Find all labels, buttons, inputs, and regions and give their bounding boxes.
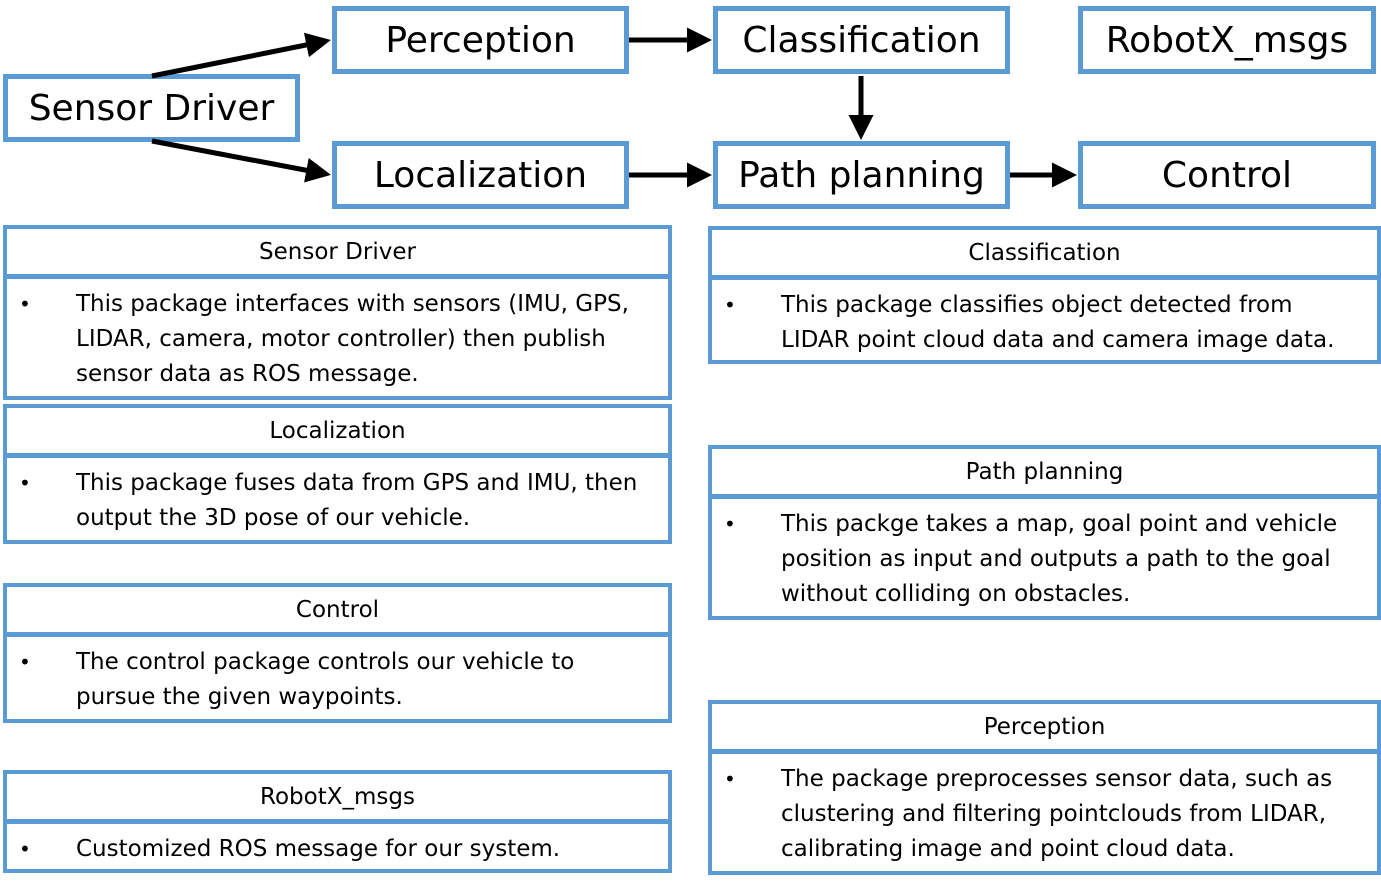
bullet: •: [724, 767, 736, 791]
card-text: This package fuses data from GPS and IMU…: [76, 470, 638, 531]
card-title: Control: [7, 587, 668, 637]
node-localization: Localization: [332, 141, 629, 209]
card-path-planning: Path planning • This packge takes a map,…: [708, 445, 1381, 620]
card-body: • Customized ROS message for our system.: [7, 824, 668, 867]
card-text: The package preprocesses sensor data, su…: [781, 766, 1333, 862]
card-control: Control • The control package controls o…: [3, 583, 672, 723]
bullet: •: [19, 650, 31, 674]
card-localization: Localization • This package fuses data f…: [3, 404, 672, 544]
arrow-sensor-to-perception: [151, 32, 331, 79]
node-perception: Perception: [332, 6, 629, 74]
card-title: RobotX_msgs: [7, 774, 668, 824]
bullet: •: [19, 837, 31, 861]
card-classification: Classification • This package classifies…: [708, 226, 1381, 364]
bullet: •: [19, 292, 31, 316]
card-title: Localization: [7, 408, 668, 458]
card-title: Perception: [712, 704, 1377, 754]
node-path-planning: Path planning: [713, 141, 1010, 209]
node-label: Localization: [373, 154, 588, 196]
card-body: • This package classifies object detecte…: [712, 280, 1377, 358]
node-classification: Classification: [713, 6, 1010, 74]
node-control: Control: [1078, 141, 1376, 209]
node-label: Control: [1161, 154, 1293, 196]
card-title: Sensor Driver: [7, 229, 668, 279]
card-sensor-driver: Sensor Driver • This package interfaces …: [3, 225, 672, 400]
card-body: • The package preprocesses sensor data, …: [712, 754, 1377, 867]
card-text: This packge takes a map, goal point and …: [781, 511, 1338, 607]
node-label: Perception: [385, 19, 576, 61]
node-label: RobotX_msgs: [1105, 19, 1349, 61]
card-text: This package interfaces with sensors (IM…: [76, 291, 629, 387]
card-body: • The control package controls our vehic…: [7, 637, 668, 715]
card-title: Classification: [712, 230, 1377, 280]
card-perception: Perception • The package preprocesses se…: [708, 700, 1381, 875]
card-title: Path planning: [712, 449, 1377, 499]
card-body: • This package interfaces with sensors (…: [7, 279, 668, 392]
node-label: Sensor Driver: [28, 87, 275, 129]
card-text: Customized ROS message for our system.: [76, 836, 561, 862]
card-text: The control package controls our vehicle…: [76, 649, 575, 710]
node-label: Classification: [742, 19, 981, 61]
bullet: •: [724, 512, 736, 536]
bullet: •: [724, 293, 736, 317]
card-text: This package classifies object detected …: [781, 292, 1335, 353]
arrow-sensor-to-localization: [151, 138, 331, 183]
card-body: • This package fuses data from GPS and I…: [7, 458, 668, 536]
card-robotx-msgs: RobotX_msgs • Customized ROS message for…: [3, 770, 672, 873]
card-body: • This packge takes a map, goal point an…: [712, 499, 1377, 612]
node-label: Path planning: [738, 154, 985, 196]
bullet: •: [19, 471, 31, 495]
node-robotx-msgs: RobotX_msgs: [1078, 6, 1376, 74]
node-sensor-driver: Sensor Driver: [3, 74, 300, 142]
